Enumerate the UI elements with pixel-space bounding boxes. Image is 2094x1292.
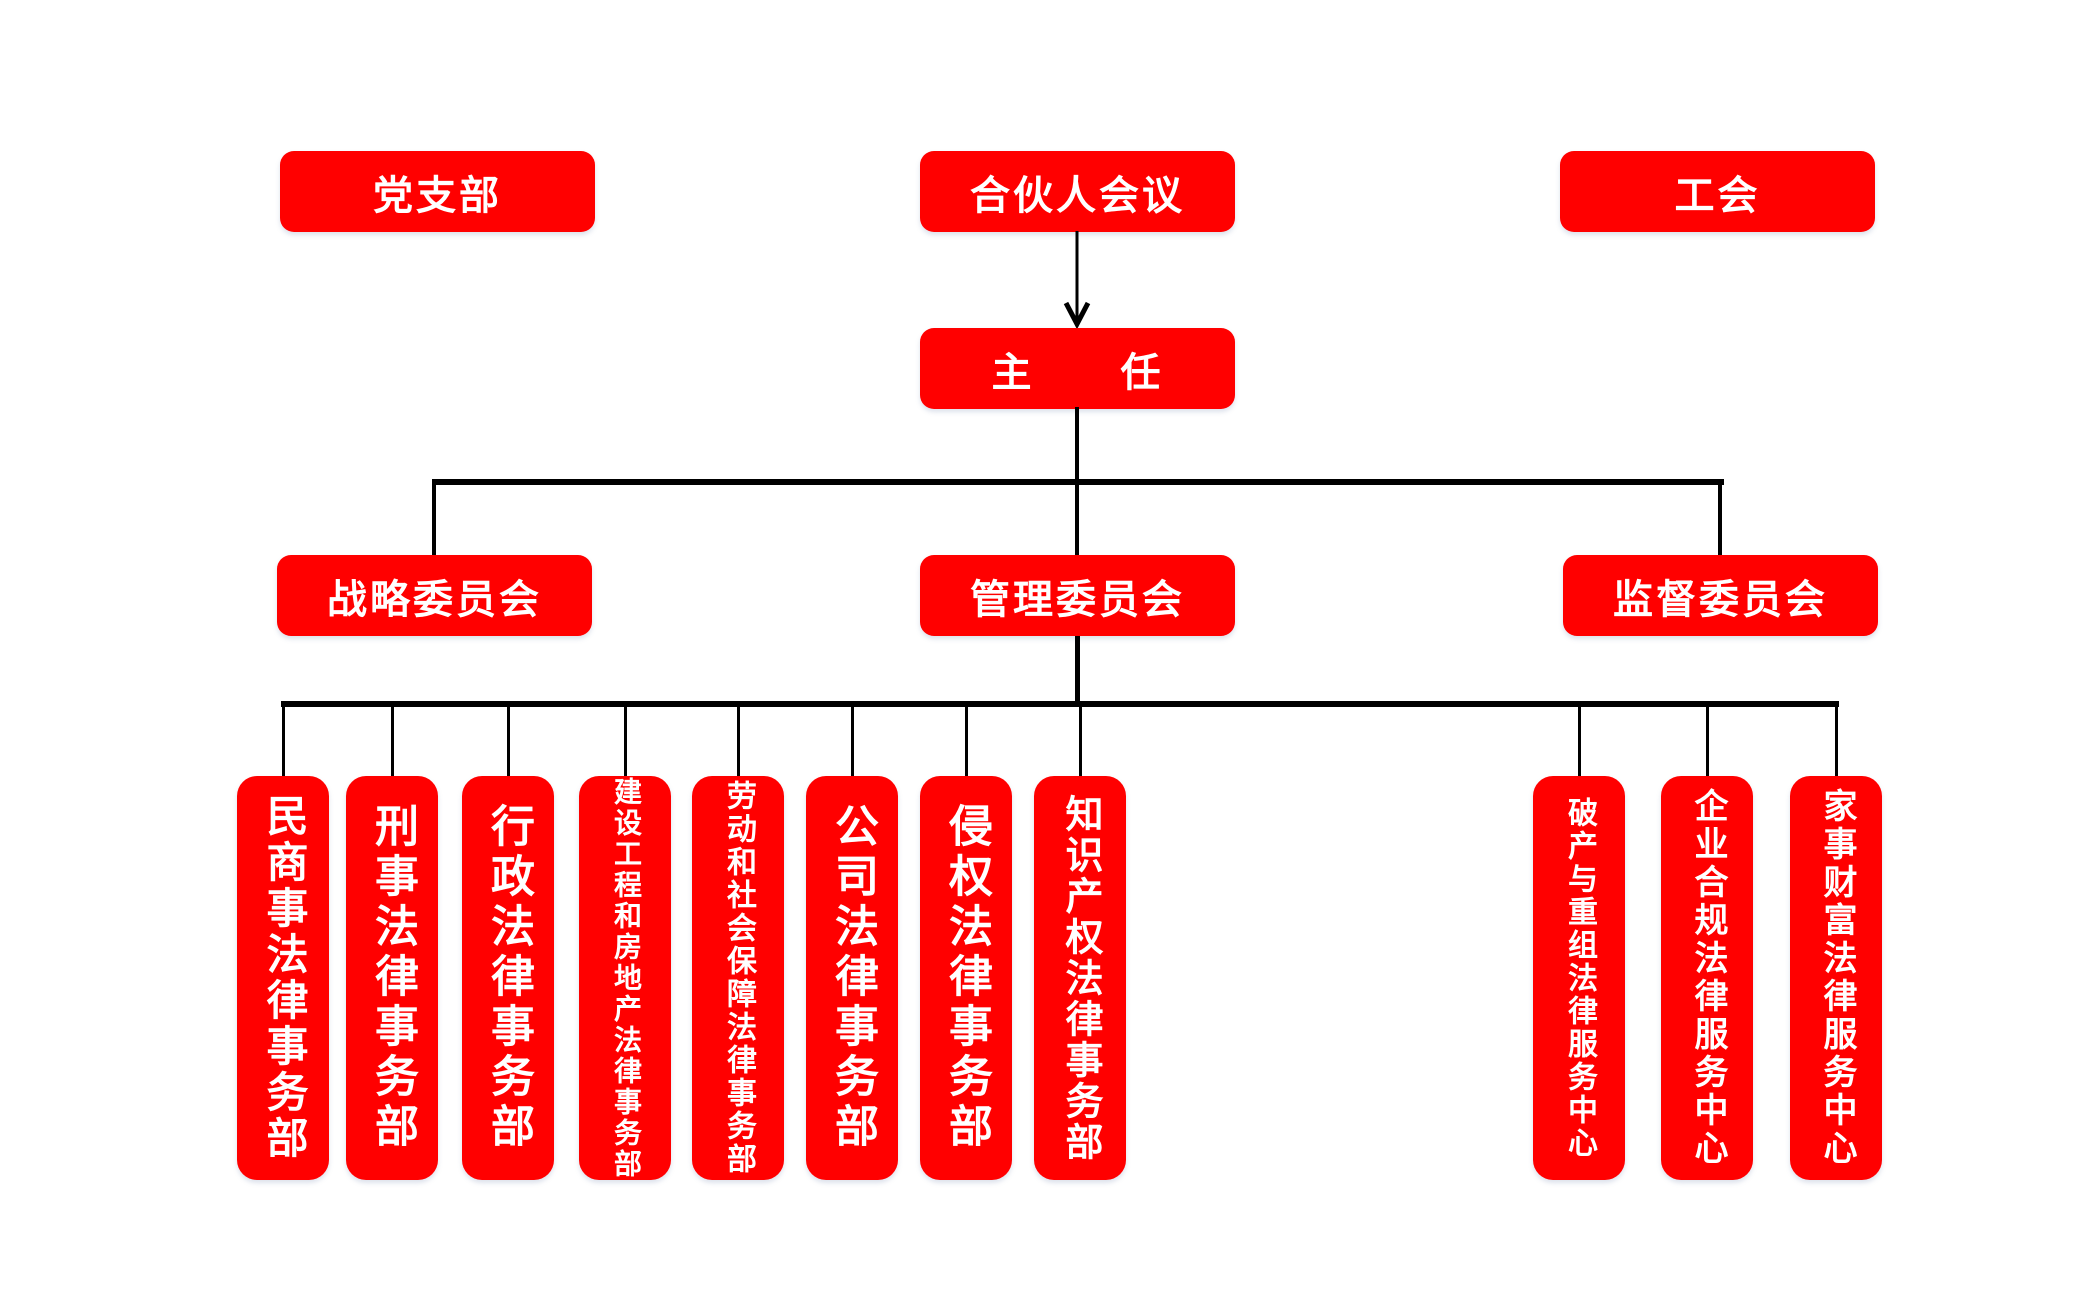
node-dept-intellectual-property: 知识产权法律事务部 [1034, 776, 1126, 1180]
connector-drop-dept-5 [737, 707, 740, 780]
connector-director-stem [1075, 407, 1079, 482]
connector-drop-dept-4 [624, 707, 627, 780]
connector-drop-dept-2 [391, 707, 394, 780]
connector-drop-dept-3 [507, 707, 510, 780]
node-dept-civil-commercial-label: 民商事法律事务部 [260, 794, 306, 1162]
node-dept-corporate-label: 公司法律事务部 [828, 803, 877, 1153]
connector-department-rail [281, 701, 1839, 707]
node-management-committee-label: 管理委员会 [970, 576, 1185, 622]
node-dept-construction-realestate-label: 建设工程和房地产法律事务部 [610, 776, 641, 1180]
connector-committee-rail [432, 479, 1724, 485]
connector-drop-dept-1 [282, 707, 285, 780]
node-dept-criminal-label: 刑事法律事务部 [368, 803, 417, 1153]
node-management-committee: 管理委员会 [920, 555, 1235, 636]
node-director: 主 任 [920, 328, 1235, 409]
connector-drop-dept-7 [965, 707, 968, 780]
connector-drop-center-3 [1835, 707, 1838, 780]
node-center-family-wealth: 家事财富法律服务中心 [1790, 776, 1882, 1180]
node-dept-corporate: 公司法律事务部 [806, 776, 898, 1180]
connector-drop-center-1 [1578, 707, 1581, 780]
node-dept-civil-commercial: 民商事法律事务部 [237, 776, 329, 1180]
node-party-branch: 党支部 [280, 151, 595, 232]
connector-drop-strategy [432, 483, 436, 557]
node-partners-meeting: 合伙人会议 [920, 151, 1235, 232]
node-supervision-committee: 监督委员会 [1563, 555, 1878, 636]
node-labor-union-label: 工会 [1674, 172, 1761, 218]
node-strategy-committee-label: 战略委员会 [327, 576, 542, 622]
node-dept-tort-label: 侵权法律事务部 [942, 803, 991, 1153]
node-center-bankruptcy-restructuring: 破产与重组法律服务中心 [1533, 776, 1625, 1180]
node-dept-administrative: 行政法律事务部 [462, 776, 554, 1180]
node-dept-labor-social-security: 劳动和社会保障法律事务部 [692, 776, 784, 1180]
node-dept-construction-realestate: 建设工程和房地产法律事务部 [579, 776, 671, 1180]
node-director-label: 主 任 [991, 349, 1164, 395]
node-labor-union: 工会 [1560, 151, 1875, 232]
connector-arrow-partners-to-director [1063, 231, 1091, 328]
node-strategy-committee: 战略委员会 [277, 555, 592, 636]
node-dept-intellectual-property-label: 知识产权法律事务部 [1059, 793, 1101, 1163]
node-dept-administrative-label: 行政法律事务部 [484, 803, 533, 1153]
node-dept-labor-social-security-label: 劳动和社会保障法律事务部 [722, 780, 755, 1176]
node-dept-tort: 侵权法律事务部 [920, 776, 1012, 1180]
node-supervision-committee-label: 监督委员会 [1613, 576, 1828, 622]
connector-drop-center-2 [1706, 707, 1709, 780]
connector-drop-supervision [1718, 483, 1722, 559]
connector-drop-dept-6 [851, 707, 854, 780]
node-center-corporate-compliance: 企业合规法律服务中心 [1661, 776, 1753, 1180]
connector-management-stem [1075, 636, 1080, 704]
node-dept-criminal: 刑事法律事务部 [346, 776, 438, 1180]
node-center-bankruptcy-restructuring-label: 破产与重组法律服务中心 [1563, 796, 1596, 1160]
connector-drop-dept-8 [1079, 707, 1082, 780]
node-partners-meeting-label: 合伙人会议 [970, 172, 1185, 218]
node-center-corporate-compliance-label: 企业合规法律服务中心 [1689, 788, 1726, 1168]
connector-drop-management [1075, 483, 1079, 557]
node-party-branch-label: 党支部 [373, 172, 502, 218]
node-center-family-wealth-label: 家事财富法律服务中心 [1818, 788, 1855, 1168]
